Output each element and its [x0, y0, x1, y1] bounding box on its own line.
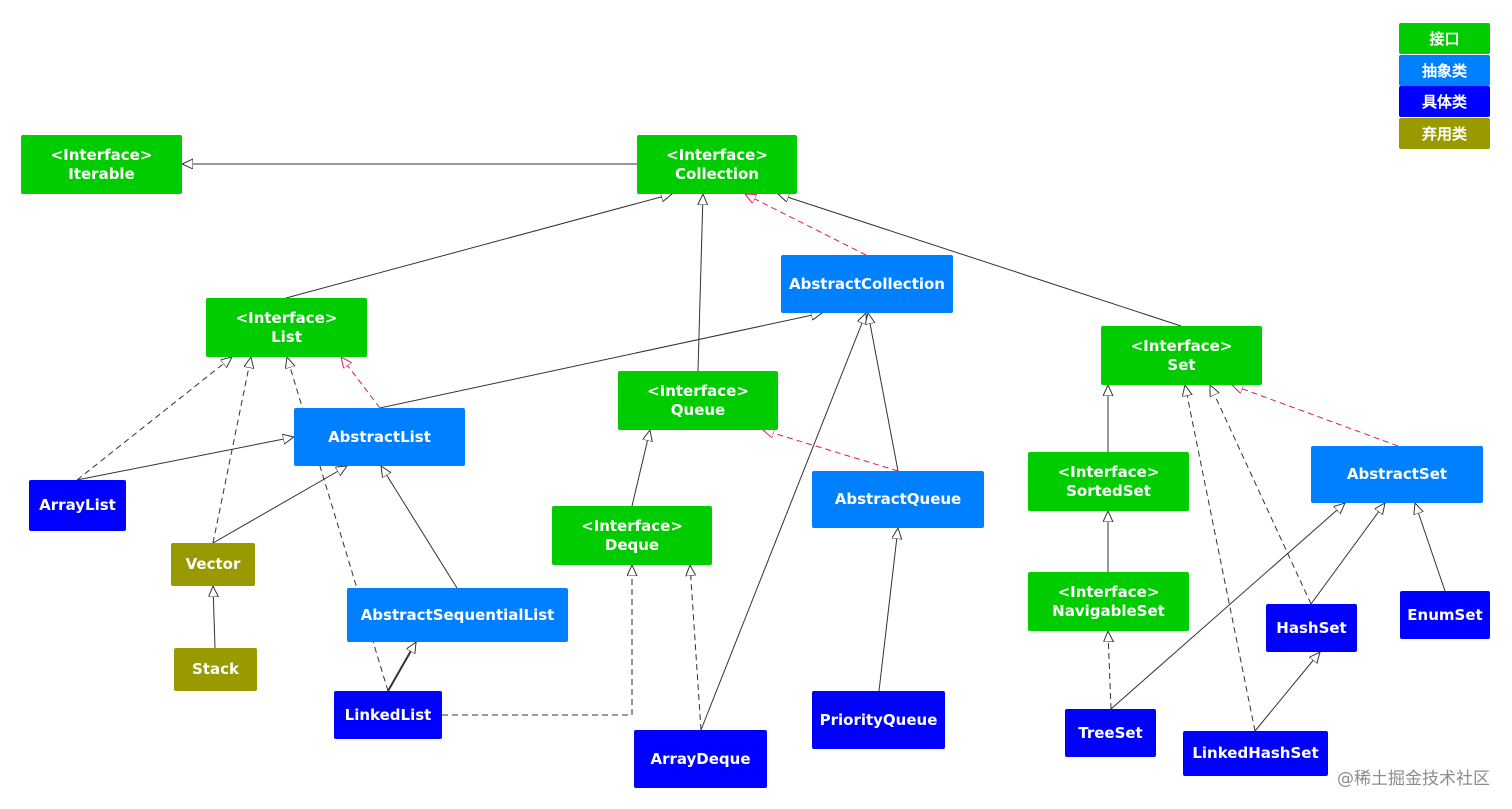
node-queue-stereotype: <Interface>: [647, 381, 749, 400]
edge-arraydeque-abstractcollection: [700, 313, 866, 731]
edge-arraylist-abstractlist: [76, 437, 294, 481]
legend-deprecated: 弃用类: [1399, 118, 1490, 149]
edge-abstractqueue-abstractcollection: [868, 313, 899, 472]
node-abstract-collection-label: AbstractCollection: [789, 274, 945, 293]
edge-linkedlist-deque-dashed: [442, 565, 632, 716]
edge-abstractsequentiallist-abstractlist: [381, 466, 458, 589]
node-set-label: Set: [1167, 355, 1196, 374]
node-collection: <Interface> Collection: [637, 135, 797, 194]
edge-vector-list-dashed: [212, 357, 251, 544]
edge-linkedlist-abstractsequentiallist: [387, 642, 417, 692]
node-enum-set: EnumSet: [1400, 591, 1490, 639]
node-enum-set-label: EnumSet: [1407, 605, 1483, 624]
edge-queue-collection: [697, 194, 703, 372]
node-abstract-set: AbstractSet: [1311, 446, 1483, 503]
edge-abstractqueue-queue-implements: [763, 430, 899, 472]
edge-treeset-abstractset: [1110, 503, 1345, 710]
node-deque-label: Deque: [604, 535, 660, 554]
node-list-label: List: [271, 327, 302, 346]
edge-hashset-abstractset: [1310, 503, 1385, 605]
node-abstract-sequential-list-label: AbstractSequentialList: [360, 605, 555, 624]
node-vector-label: Vector: [185, 555, 241, 573]
node-tree-set-label: TreeSet: [1078, 723, 1143, 742]
legend-interface: 接口: [1399, 23, 1490, 54]
node-navigable-set-stereotype: <Interface>: [1057, 582, 1160, 601]
edge-abstractset-set-implements: [1232, 385, 1399, 447]
node-set-stereotype: <Interface>: [1130, 336, 1233, 355]
node-sorted-set-stereotype: <Interface>: [1057, 462, 1160, 481]
node-stack: Stack: [174, 648, 257, 691]
node-array-list: ArrayList: [29, 480, 126, 531]
node-priority-queue: PriorityQueue: [812, 691, 945, 749]
node-priority-queue-label: PriorityQueue: [819, 710, 938, 729]
node-linked-hash-set-label: LinkedHashSet: [1192, 744, 1319, 762]
node-array-deque-label: ArrayDeque: [650, 749, 751, 768]
edge-linkedhashset-set-dashed: [1185, 385, 1256, 732]
edge-abstractcollection-collection-implements: [745, 194, 867, 256]
node-collection-stereotype: <Interface>: [666, 145, 768, 164]
edge-arraydeque-deque-dashed: [690, 565, 702, 731]
edge-abstractlist-list-implements: [341, 357, 381, 409]
node-hash-set: HashSet: [1266, 604, 1357, 652]
node-abstract-queue: AbstractQueue: [812, 471, 984, 528]
node-abstract-collection: AbstractCollection: [781, 255, 953, 313]
node-navigable-set: <Interface> NavigableSet: [1028, 572, 1189, 631]
node-array-deque: ArrayDeque: [634, 730, 767, 788]
node-iterable-label: Iterable: [68, 164, 135, 183]
node-vector: Vector: [171, 543, 255, 586]
node-navigable-set-label: NavigableSet: [1052, 601, 1165, 620]
legend-abstract: 抽象类: [1399, 55, 1490, 86]
node-hash-set-label: HashSet: [1276, 618, 1347, 637]
node-iterable: <Interface> Iterable: [21, 135, 182, 194]
node-abstract-queue-label: AbstractQueue: [834, 490, 962, 508]
edge-deque-queue: [631, 430, 650, 507]
node-iterable-stereotype: <Interface>: [50, 145, 153, 164]
edge-vector-abstractlist: [212, 466, 347, 544]
node-deque: <Interface> Deque: [552, 506, 712, 565]
edge-stack-vector: [213, 586, 215, 649]
edge-treeset-navigableset-dashed: [1108, 631, 1111, 710]
node-sorted-set: <Interface> SortedSet: [1028, 452, 1189, 511]
edge-hashset-set-dashed: [1210, 385, 1312, 605]
node-queue: <Interface> Queue: [618, 371, 778, 430]
node-list-stereotype: <Interface>: [235, 308, 338, 327]
edge-priorityqueue-abstractqueue: [878, 528, 898, 692]
edge-list-collection: [285, 194, 672, 299]
node-collection-label: Collection: [675, 164, 759, 183]
node-linked-list: LinkedList: [334, 691, 442, 739]
node-tree-set: TreeSet: [1065, 709, 1156, 757]
node-abstract-list: AbstractList: [294, 408, 465, 466]
node-array-list-label: ArrayList: [39, 496, 116, 514]
node-list: <Interface> List: [206, 298, 367, 357]
node-stack-label: Stack: [192, 660, 239, 678]
edge-linkedhashset-hashset: [1254, 652, 1320, 732]
node-deque-stereotype: <Interface>: [581, 516, 683, 535]
node-abstract-sequential-list: AbstractSequentialList: [347, 588, 568, 642]
node-linked-hash-set: LinkedHashSet: [1183, 731, 1328, 776]
node-sorted-set-label: SortedSet: [1066, 481, 1151, 500]
edge-enumset-abstractset: [1415, 503, 1446, 592]
node-abstract-list-label: AbstractList: [328, 427, 431, 446]
node-abstract-set-label: AbstractSet: [1346, 465, 1448, 483]
edge-abstractlist-abstractcollection: [379, 313, 822, 409]
edge-set-collection: [778, 194, 1182, 327]
legend-concrete: 具体类: [1399, 86, 1490, 117]
node-linked-list-label: LinkedList: [344, 705, 432, 724]
edge-arraylist-list-dashed: [76, 357, 232, 481]
node-set: <Interface> Set: [1101, 326, 1262, 385]
watermark-text: @稀土掘金技术社区: [1337, 769, 1490, 789]
node-queue-label: Queue: [670, 400, 726, 419]
